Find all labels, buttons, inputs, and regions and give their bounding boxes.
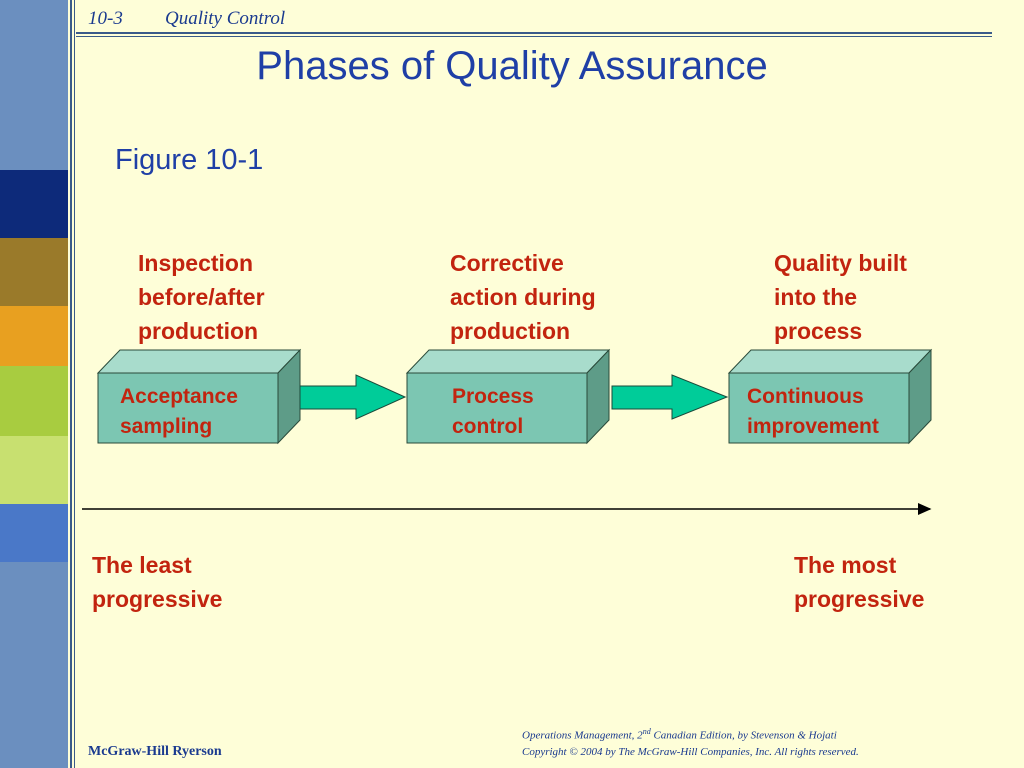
section-number: 10-3: [88, 8, 123, 29]
least-progressive-label: The least progressive: [92, 552, 223, 612]
book-citation-suffix: Canadian Edition, by Stevenson & Hojati: [650, 729, 837, 742]
sidebar-band: [0, 238, 68, 306]
footer-citation: Operations Management, 2nd Canadian Edit…: [522, 724, 859, 760]
sidebar-band: [0, 436, 68, 504]
sidebar-band: [0, 170, 68, 238]
sidebar-band: [0, 504, 68, 562]
sidebar-band: [0, 306, 68, 366]
sidebar-decoration: [0, 0, 68, 768]
section-title: Quality Control: [165, 8, 286, 29]
acceptance-sampling-box: [96, 348, 302, 445]
phase-2-description: Corrective action during production: [450, 250, 596, 344]
sidebar-band: [0, 0, 68, 170]
figure-label: Figure 10-1: [115, 144, 264, 176]
flow-arrow-2: [611, 374, 729, 420]
book-citation: Operations Management, 2nd Canadian Edit…: [522, 724, 859, 744]
vertical-rule: [70, 0, 72, 768]
book-edition-sup: nd: [642, 727, 651, 736]
header-rule: [76, 36, 992, 37]
copyright-notice: Copyright © 2004 by The McGraw-Hill Comp…: [522, 745, 859, 758]
acceptance-sampling-label: Acceptance sampling: [120, 385, 238, 438]
flow-arrow-1: [299, 374, 407, 420]
process-control-box: [405, 348, 611, 445]
header-rule: [76, 32, 992, 34]
phase-1-description: Inspection before/after production: [138, 250, 265, 344]
publisher-name: McGraw-Hill Ryerson: [88, 744, 222, 759]
slide-title: Phases of Quality Assurance: [256, 44, 768, 88]
process-control-label: Process control: [452, 385, 534, 438]
sidebar-band: [0, 366, 68, 436]
book-citation-prefix: Operations Management, 2: [522, 729, 643, 742]
vertical-rule: [74, 0, 75, 768]
sidebar-band: [0, 562, 68, 768]
continuous-improvement-label: Continuous improvement: [747, 385, 879, 438]
continuous-improvement-box: [727, 348, 933, 445]
phase-3-description: Quality built into the process: [774, 250, 907, 344]
most-progressive-label: The most progressive: [794, 552, 925, 612]
